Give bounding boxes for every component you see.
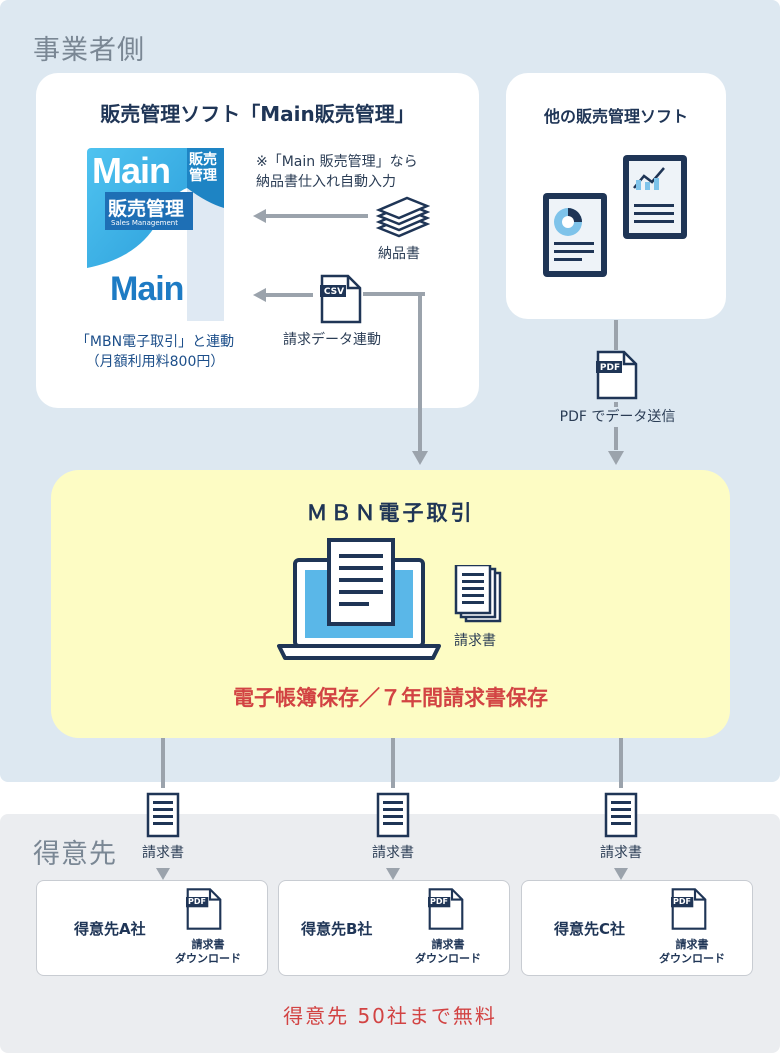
company-card-a	[36, 880, 268, 976]
auto-input-note-1: ※「Main 販売管理」なら	[256, 154, 418, 170]
company-card-b	[278, 880, 510, 976]
company-name-a: 得意先A社	[74, 920, 146, 938]
delivery-label: 納品書	[378, 246, 420, 262]
download-label-b-2[interactable]: ダウンロード	[415, 952, 481, 965]
invoice-icon	[376, 792, 410, 842]
pdf-arrow-down-icon	[608, 450, 624, 469]
pdf-badge-c: PDF	[673, 897, 691, 906]
link-note-2: （月額利用料800円）	[85, 354, 225, 370]
pdf-badge-b: PDF	[430, 897, 448, 906]
pdf-badge: PDF	[599, 363, 621, 373]
other-software-title: 他の販売管理ソフト	[543, 107, 688, 126]
company-card-c	[521, 880, 753, 976]
download-label-a-2[interactable]: ダウンロード	[175, 952, 241, 965]
mbn-title: ＭＢＮ電子取引	[306, 501, 475, 525]
download-label-a-1: 請求書	[191, 938, 225, 951]
out-connector-1	[161, 738, 165, 788]
output-invoice-label-2: 請求書	[372, 845, 414, 861]
pie-report-icon	[540, 190, 610, 284]
invoice-icon	[146, 792, 180, 842]
other-software-card	[506, 73, 726, 319]
download-label-b-1: 請求書	[431, 938, 465, 951]
company-name-c: 得意先C社	[554, 920, 626, 938]
box-subtitle: Sales Management	[111, 219, 178, 227]
box-title: 販売管理	[108, 198, 185, 220]
product-box-image	[87, 148, 224, 321]
arrow-down-icon	[412, 450, 428, 469]
csv-label: 請求データ連動	[283, 332, 381, 348]
csv-arrow-left-icon	[253, 287, 313, 307]
invoice-stack-icon	[454, 563, 504, 629]
out-connector-2	[391, 738, 395, 788]
pdf-download-icon[interactable]	[671, 886, 707, 936]
link-note-1: 「MBN電子取引」と連動	[75, 334, 235, 350]
arrow-down-icon	[386, 865, 400, 884]
output-invoice-label-3: 請求書	[600, 845, 642, 861]
delivery-stack-icon	[375, 196, 431, 242]
arrow-down-icon	[156, 865, 170, 884]
free-note: 得意先 50社まで無料	[283, 1004, 497, 1028]
auto-input-note-2: 納品書仕入れ自動入力	[256, 174, 396, 190]
box-main-top: Main	[92, 150, 171, 191]
laptop-icon	[277, 538, 441, 666]
box-side-label: 販売 管理	[189, 152, 217, 184]
chart-report-icon	[620, 152, 690, 246]
main-software-title: 販売管理ソフト「Main販売管理」	[100, 102, 415, 126]
download-label-c-1: 請求書	[675, 938, 709, 951]
company-name-b: 得意先B社	[301, 920, 373, 938]
pdf-file-icon	[596, 350, 638, 404]
csv-badge: CSV	[323, 287, 345, 297]
pdf-download-icon[interactable]	[186, 886, 222, 936]
download-label-c-2[interactable]: ダウンロード	[659, 952, 725, 965]
out-connector-3	[619, 738, 623, 788]
storage-text: 電子帳簿保存／７年間請求書保存	[233, 686, 548, 710]
invoice-icon	[604, 792, 638, 842]
arrow-left-icon	[253, 208, 368, 228]
arrow-down-icon	[614, 865, 628, 884]
output-invoice-label-1: 請求書	[142, 845, 184, 861]
pdf-download-icon[interactable]	[428, 886, 464, 936]
csv-file-icon	[320, 274, 362, 328]
business-section-title: 事業者側	[33, 35, 145, 66]
csv-connector-v	[418, 292, 422, 452]
pdf-send-label: PDF でデータ送信	[540, 407, 695, 427]
pdf-badge-a: PDF	[188, 897, 206, 906]
mbn-invoice-label: 請求書	[454, 633, 496, 649]
box-main-bottom: Main	[110, 270, 184, 308]
customers-section-title: 得意先	[33, 839, 117, 870]
csv-connector-h	[363, 292, 425, 296]
